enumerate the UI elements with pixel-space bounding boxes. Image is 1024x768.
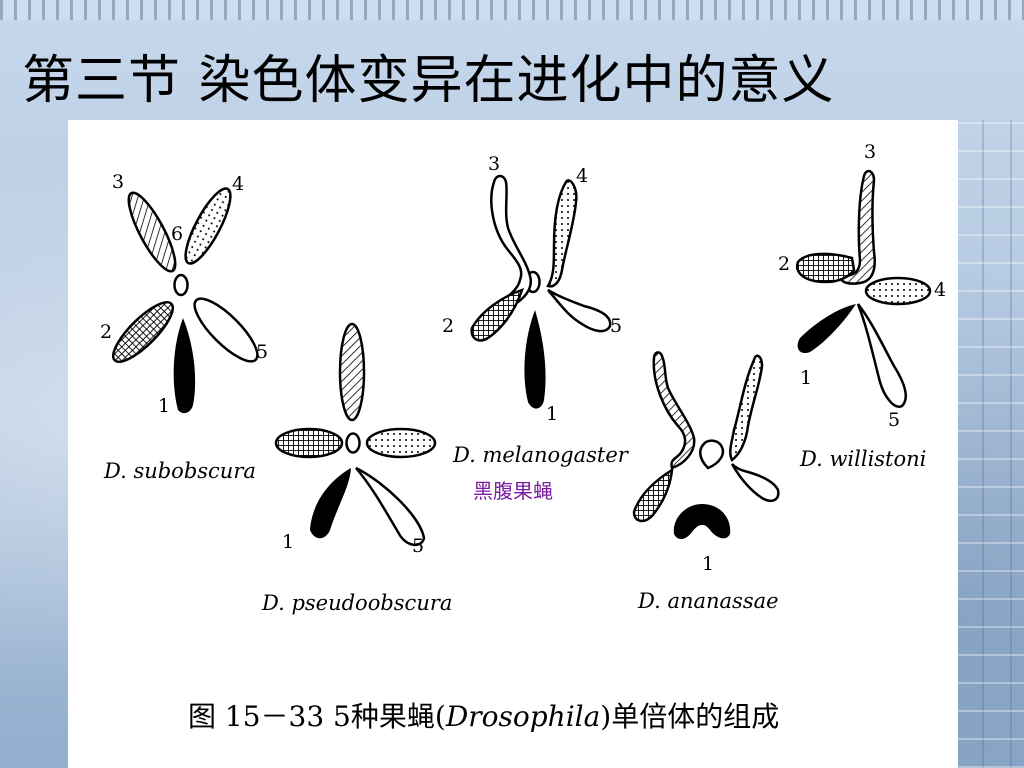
background-pattern-right xyxy=(954,120,1024,768)
centromere xyxy=(345,432,361,454)
arm-label: 2 xyxy=(100,321,112,343)
arm-1 xyxy=(310,468,351,539)
arm-label: 1 xyxy=(702,553,714,575)
arm-label: 5 xyxy=(888,409,900,431)
arm-5 xyxy=(355,466,426,546)
arm-label: 4 xyxy=(934,279,946,301)
arm-label: 3 xyxy=(112,171,124,193)
arm-5 xyxy=(193,297,259,363)
arm-label: 2 xyxy=(442,315,454,337)
arm-5 xyxy=(856,303,907,408)
arm-4 xyxy=(546,179,578,288)
arm-3 xyxy=(127,191,177,273)
arm-left-top xyxy=(652,351,696,470)
arm-right xyxy=(365,427,437,459)
arm-label: 6 xyxy=(171,223,183,245)
arm-2 xyxy=(112,301,174,363)
arm-label: 4 xyxy=(576,165,588,187)
karyotype-ananassae: 1 D. ananassae xyxy=(632,351,780,613)
arm-3 xyxy=(490,174,533,308)
karyotype-pseudoobscura: 1 5 D. pseudoobscura xyxy=(261,322,452,615)
species-name: D. subobscura xyxy=(103,459,256,483)
arm-4 xyxy=(184,187,232,265)
arm-label: 3 xyxy=(864,141,876,163)
centromere xyxy=(173,273,189,297)
caption-genus: Drosophila xyxy=(445,700,601,733)
arm-1 xyxy=(673,504,731,540)
arm-label: 5 xyxy=(412,535,424,557)
arm-label: 1 xyxy=(546,403,558,425)
arm-left-bottom xyxy=(632,467,674,523)
species-name: D. willistoni xyxy=(799,447,926,471)
arm-5 xyxy=(547,288,612,333)
karyotype-melanogaster: 3 4 2 5 1 D. melanogaster xyxy=(442,153,630,467)
arm-label: 1 xyxy=(158,395,170,417)
arm-right-bottom xyxy=(730,463,780,502)
arm-2 xyxy=(795,252,856,284)
caption-suffix: )单倍体的组成 xyxy=(600,700,780,733)
arm-label: 4 xyxy=(232,173,244,195)
highlight-label: 黑腹果蝇 xyxy=(473,479,553,503)
arm-1 xyxy=(524,310,546,409)
arm-label: 3 xyxy=(488,153,500,175)
species-name: D. melanogaster xyxy=(452,443,630,467)
arm-label: 1 xyxy=(800,367,812,389)
figure-panel: 3 4 6 2 5 1 D. subobscura 1 5 D. pseudoo… xyxy=(68,120,958,768)
arm-left xyxy=(274,427,344,459)
figure-caption: 图 15－33 5种果蝇(Drosophila)单倍体的组成 xyxy=(188,695,779,735)
caption-prefix: 图 15－33 5种果蝇( xyxy=(188,700,446,733)
arm-label: 5 xyxy=(610,315,622,337)
slide-title: 第三节 染色体变异在进化中的意义 xyxy=(22,51,835,111)
centromere xyxy=(699,439,725,470)
karyotype-willistoni: 3 2 4 1 5 D. willistoni xyxy=(778,141,946,471)
arm-4 xyxy=(864,276,932,306)
arm-label: 2 xyxy=(778,253,790,275)
karyotype-subobscura: 3 4 6 2 5 1 D. subobscura xyxy=(100,171,268,483)
arm-label: 5 xyxy=(256,341,268,363)
arm-top xyxy=(338,322,366,422)
arm-1 xyxy=(797,304,856,354)
species-name: D. pseudoobscura xyxy=(261,591,452,615)
chromosome-diagram: 3 4 6 2 5 1 D. subobscura 1 5 D. pseudoo… xyxy=(100,141,946,615)
arm-2 xyxy=(470,288,524,342)
arm-right-top xyxy=(729,354,764,462)
arm-1 xyxy=(173,318,196,414)
species-name: D. ananassae xyxy=(637,589,779,613)
arm-3 xyxy=(840,169,876,285)
arm-label: 1 xyxy=(282,531,294,553)
background-pattern-top xyxy=(0,0,1024,20)
